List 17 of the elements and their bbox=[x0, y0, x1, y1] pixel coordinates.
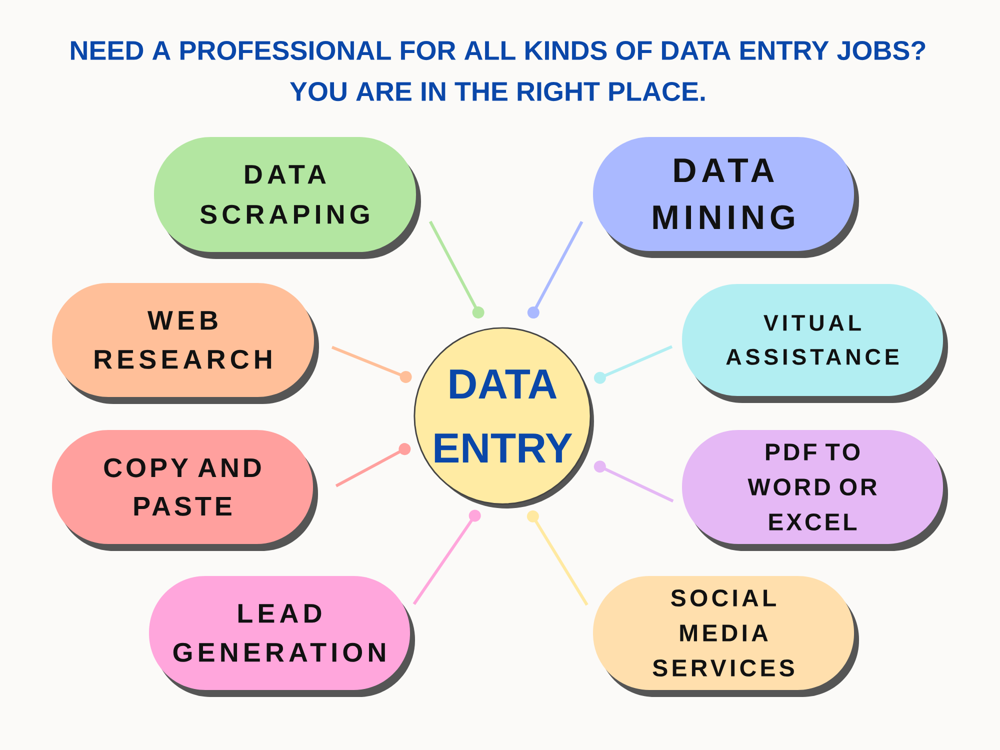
connector-line bbox=[331, 346, 412, 383]
connector-line bbox=[335, 443, 411, 488]
pill-box: DATA SCRAPING bbox=[154, 137, 421, 259]
pill-box: PDF TO WORD OR EXCEL bbox=[682, 430, 948, 551]
pill-box: COPY AND PASTE bbox=[52, 430, 318, 551]
pill-box: WEB RESEARCH bbox=[52, 283, 319, 404]
connector-line bbox=[594, 345, 673, 384]
connector-line bbox=[526, 510, 588, 606]
pill-box: VITUAL ASSISTANCE bbox=[682, 284, 948, 403]
pill-box: SOCIAL MEDIA SERVICES bbox=[593, 576, 859, 697]
connector-line bbox=[428, 220, 484, 318]
pill-box: LEAD GENERATION bbox=[149, 576, 415, 697]
pill-box: DATA MINING bbox=[593, 137, 859, 258]
connector-line bbox=[527, 220, 584, 319]
title: NEED A PROFESSIONAL FOR ALL KINDS OF DATA ENTRY JOBS? YOU ARE IN THE RIGHT PLACE. bbox=[71, 40, 926, 102]
connector-line bbox=[594, 460, 674, 502]
connector-line bbox=[412, 510, 481, 605]
